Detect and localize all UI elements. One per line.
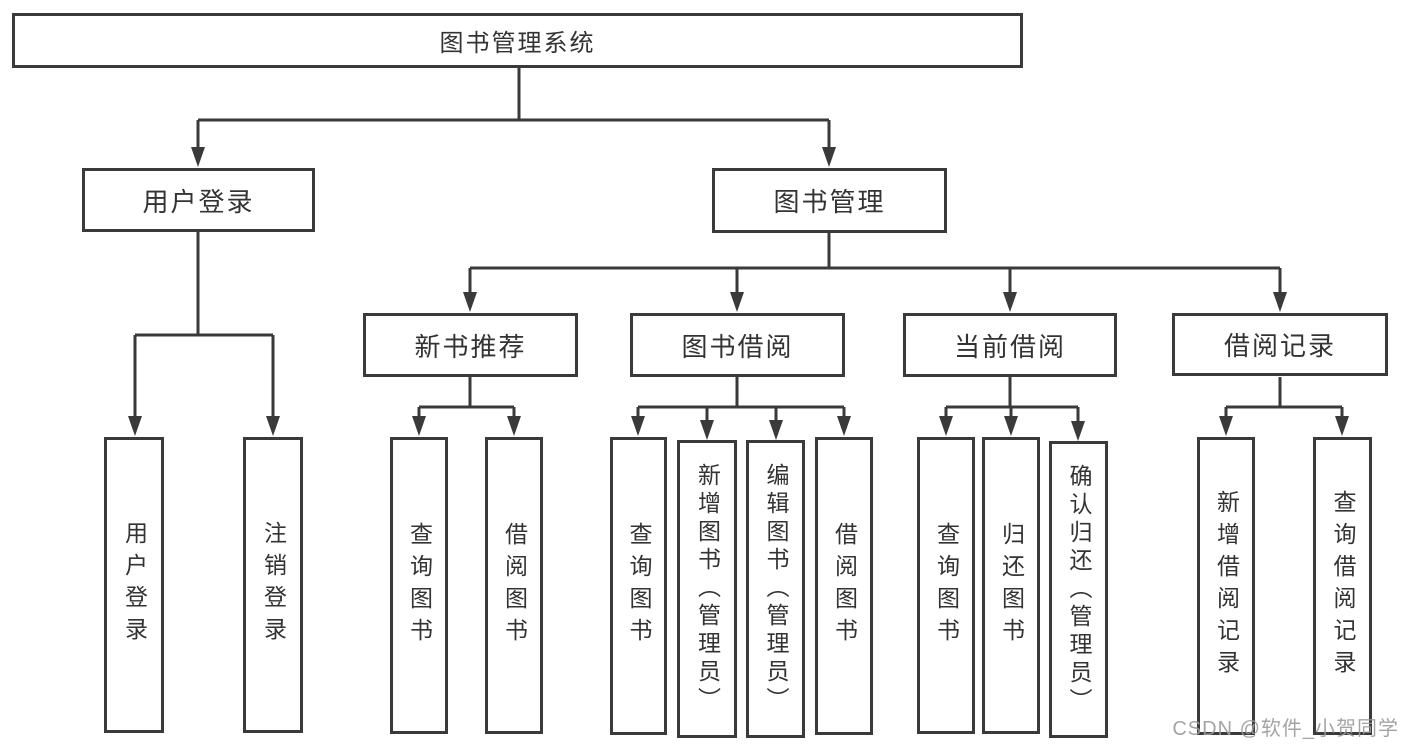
- leaf-recommend-borrow-books: 借阅图书: [485, 437, 543, 734]
- node-borrow-records: 借阅记录: [1172, 313, 1388, 376]
- node-root: 图书管理系统: [12, 13, 1023, 68]
- node-book-borrow-label: 图书借阅: [681, 331, 794, 362]
- node-book-borrow: 图书借阅: [630, 313, 845, 377]
- leaf-borrow-add-books-admin-label: 新增图书（管理员）: [694, 463, 721, 715]
- node-book-management-label: 图书管理: [773, 187, 886, 217]
- leaf-borrow-query-books-label: 查询图书: [626, 522, 652, 650]
- node-root-label: 图书管理系统: [439, 30, 596, 57]
- leaf-current-return-books-label: 归还图书: [998, 521, 1025, 650]
- leaf-borrow-add-books-admin: 新增图书（管理员）: [677, 440, 737, 738]
- leaf-current-confirm-return-admin-label: 确认归还（管理员）: [1066, 463, 1092, 716]
- leaf-borrow-edit-books-admin-label: 编辑图书（管理员）: [763, 463, 789, 715]
- node-user-login: 用户登录: [82, 168, 315, 232]
- leaf-recommend-query-books-label: 查询图书: [406, 521, 433, 650]
- leaf-login-label: 用户登录: [121, 521, 148, 649]
- leaf-borrow-borrow-books-label: 借阅图书: [831, 522, 858, 650]
- leaf-current-return-books: 归还图书: [982, 437, 1040, 734]
- leaf-borrow-query-books: 查询图书: [610, 437, 667, 735]
- node-user-login-label: 用户登录: [142, 186, 255, 217]
- leaf-recommend-query-books: 查询图书: [390, 437, 448, 734]
- leaf-records-query-record: 查询借阅记录: [1313, 437, 1372, 735]
- leaf-current-query-books: 查询图书: [917, 437, 975, 734]
- watermark: CSDN @软件_小贺同学: [1172, 718, 1399, 740]
- leaf-recommend-borrow-books-label: 借阅图书: [501, 521, 528, 650]
- leaf-records-query-record-label: 查询借阅记录: [1330, 490, 1356, 682]
- leaf-logout: 注销登录: [243, 437, 303, 733]
- leaf-current-query-books-label: 查询图书: [933, 521, 960, 650]
- leaf-login: 用户登录: [104, 437, 164, 733]
- leaf-records-add-record: 新增借阅记录: [1197, 437, 1255, 735]
- node-current-borrow-label: 当前借阅: [953, 331, 1066, 362]
- node-book-management: 图书管理: [712, 168, 947, 233]
- leaf-records-add-record-label: 新增借阅记录: [1213, 490, 1240, 682]
- node-new-book-recommend: 新书推荐: [363, 313, 578, 377]
- node-new-book-recommend-label: 新书推荐: [414, 331, 527, 362]
- leaf-logout-label: 注销登录: [260, 521, 287, 649]
- leaf-borrow-borrow-books: 借阅图书: [815, 437, 873, 735]
- node-borrow-records-label: 借阅记录: [1223, 331, 1336, 361]
- leaf-current-confirm-return-admin: 确认归还（管理员）: [1049, 441, 1108, 738]
- node-current-borrow: 当前借阅: [903, 313, 1117, 377]
- leaf-borrow-edit-books-admin: 编辑图书（管理员）: [746, 440, 805, 738]
